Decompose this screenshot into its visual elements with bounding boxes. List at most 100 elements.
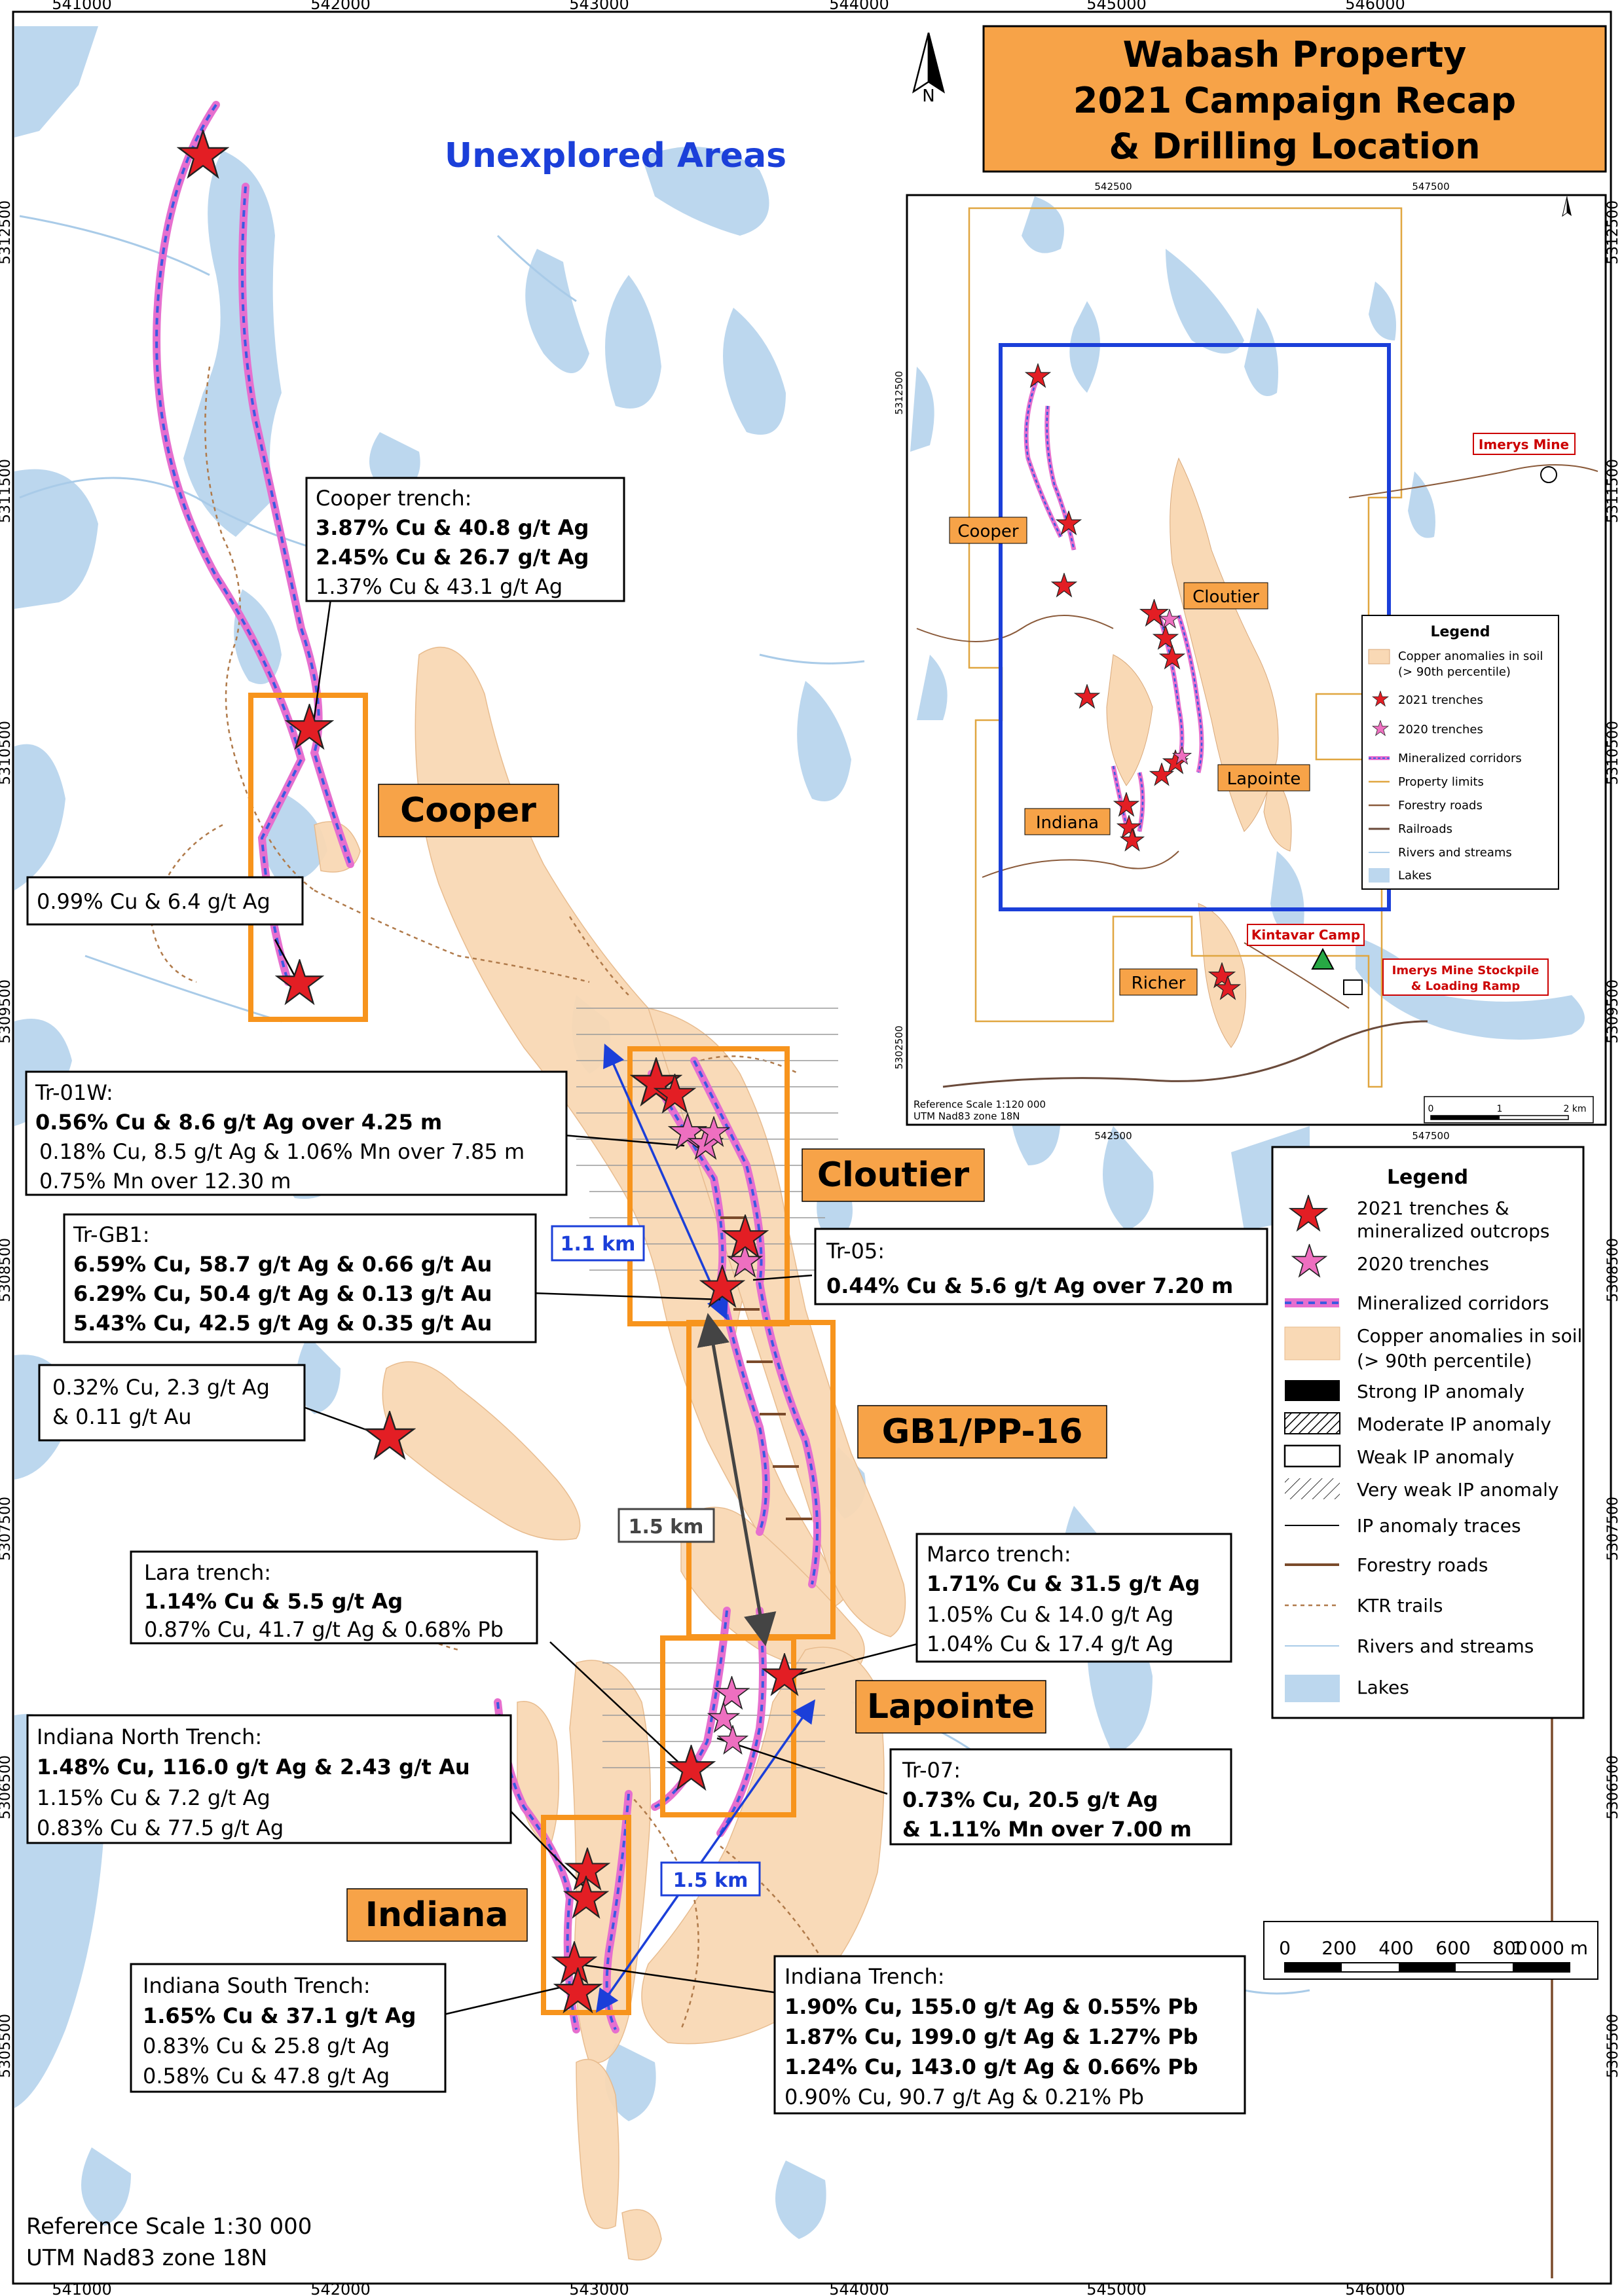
svg-text:0.58% Cu & 47.8 g/t Ag: 0.58% Cu & 47.8 g/t Ag	[143, 2064, 390, 2088]
distance-box-1	[551, 1225, 645, 1262]
title-line-3: & Drilling Location	[1109, 126, 1480, 167]
svg-text:0.90% Cu, 90.7 g/t Ag & 0.21%: 0.90% Cu, 90.7 g/t Ag & 0.21% Pb	[784, 2085, 1144, 2109]
svg-text:0: 0	[1279, 1937, 1291, 1959]
svg-text:1.14% Cu & 5.5 g/t Ag: 1.14% Cu & 5.5 g/t Ag	[144, 1589, 403, 1614]
svg-text:& Loading Ramp: & Loading Ramp	[1411, 979, 1521, 993]
svg-text:Indiana South Trench:: Indiana South Trench:	[143, 1973, 371, 1998]
svg-text:Rivers and streams: Rivers and streams	[1398, 846, 1512, 860]
svg-text:Forestry roads: Forestry roads	[1398, 799, 1483, 812]
callout-tr01w: Tr-01W: 0.56% Cu & 8.6 g/t Ag over 4.25 …	[25, 1070, 568, 1196]
distance-arrows	[595, 1044, 816, 2013]
svg-text:Mineralized corridors: Mineralized corridors	[1398, 752, 1522, 765]
svg-text:543000: 543000	[569, 2280, 629, 2296]
svg-text:5311500: 5311500	[1605, 459, 1621, 523]
svg-text:& 0.11 g/t Au: & 0.11 g/t Au	[52, 1404, 192, 1429]
svg-text:0.44% Cu & 5.6 g/t Ag over 7.2: 0.44% Cu & 5.6 g/t Ag over 7.20 m	[826, 1273, 1233, 1298]
svg-text:(> 90th percentile): (> 90th percentile)	[1398, 665, 1511, 679]
svg-text:5308500: 5308500	[0, 1238, 14, 1302]
svg-text:541000: 541000	[52, 0, 112, 13]
svg-text:Rivers and streams: Rivers and streams	[1357, 1635, 1534, 1657]
svg-text:547500: 547500	[1412, 1130, 1449, 1142]
svg-text:5307500: 5307500	[0, 1497, 14, 1561]
svg-text:1.05% Cu & 14.0 g/t Ag: 1.05% Cu & 14.0 g/t Ag	[927, 1602, 1173, 1627]
svg-text:542000: 542000	[310, 0, 371, 13]
svg-text:Indiana: Indiana	[1036, 813, 1099, 833]
callout-indiana-north: Indiana North Trench: 1.48% Cu, 116.0 g/…	[26, 1714, 512, 1844]
svg-text:Lapointe: Lapointe	[1227, 769, 1301, 789]
svg-text:Railroads: Railroads	[1398, 822, 1452, 836]
svg-text:2021 trenches: 2021 trenches	[1398, 693, 1483, 707]
scale-bar: 0 200 400 600 800 1 000 m	[1263, 1921, 1598, 1980]
svg-text:544000: 544000	[829, 0, 889, 13]
callout-indiana-trench: Indiana Trench: 1.90% Cu, 155.0 g/t Ag &…	[773, 1955, 1246, 2115]
svg-text:5309500: 5309500	[1605, 979, 1621, 1044]
svg-text:& 1.11% Mn over 7.00 m: & 1.11% Mn over 7.00 m	[902, 1817, 1192, 1842]
north-label: N	[922, 86, 934, 106]
svg-text:544000: 544000	[829, 2280, 889, 2296]
svg-text:1.71% Cu & 31.5 g/t Ag: 1.71% Cu & 31.5 g/t Ag	[927, 1571, 1200, 1596]
mine-icon	[1540, 466, 1557, 483]
svg-text:0: 0	[1428, 1104, 1434, 1114]
svg-text:Lakes: Lakes	[1398, 869, 1431, 883]
svg-text:Tr-05:: Tr-05:	[826, 1239, 885, 1264]
svg-text:542500: 542500	[1094, 181, 1132, 192]
svg-text:1.37% Cu & 43.1 g/t Ag: 1.37% Cu & 43.1 g/t Ag	[316, 574, 563, 599]
svg-text:2020 trenches: 2020 trenches	[1357, 1253, 1489, 1275]
svg-text:547500: 547500	[1412, 181, 1449, 192]
unexplored-label: Unexplored Areas	[445, 136, 786, 175]
svg-text:0.87% Cu, 41.7 g/t Ag & 0.68%: 0.87% Cu, 41.7 g/t Ag & 0.68% Pb	[144, 1617, 504, 1642]
svg-text:5312500: 5312500	[0, 200, 14, 264]
svg-text:6.59% Cu, 58.7 g/t Ag & 0.66 g: 6.59% Cu, 58.7 g/t Ag & 0.66 g/t Au	[73, 1252, 492, 1277]
svg-text:1.90% Cu, 155.0 g/t Ag & 0.55%: 1.90% Cu, 155.0 g/t Ag & 0.55% Pb	[784, 1994, 1198, 2019]
inset-map: 542500 547500 542500 547500 5312500 5302…	[893, 181, 1607, 1142]
callout-cooper-trench: Cooper trench: 3.87% Cu & 40.8 g/t Ag 2.…	[305, 477, 625, 602]
svg-text:Imerys Mine Stockpile: Imerys Mine Stockpile	[1392, 964, 1540, 977]
svg-text:0.99% Cu & 6.4 g/t Ag: 0.99% Cu & 6.4 g/t Ag	[37, 889, 270, 914]
svg-text:5305500: 5305500	[1605, 2014, 1621, 2078]
svg-text:1.87% Cu, 199.0 g/t Ag & 1.27%: 1.87% Cu, 199.0 g/t Ag & 1.27% Pb	[784, 2024, 1198, 2049]
title-line-1: Wabash Property	[1123, 34, 1467, 75]
svg-text:Property limits: Property limits	[1398, 775, 1484, 789]
callout-tr07: Tr-07: 0.73% Cu, 20.5 g/t Ag & 1.11% Mn …	[889, 1748, 1232, 1846]
y-axis-ticks: 5312500 5311500 5310500 5309500 5308500 …	[0, 200, 1621, 2078]
svg-text:1.65% Cu & 37.1 g/t Ag: 1.65% Cu & 37.1 g/t Ag	[143, 2003, 416, 2028]
inset-north-icon	[1562, 196, 1572, 217]
svg-text:5306500: 5306500	[1605, 1755, 1621, 1819]
title-block: Wabash Property 2021 Campaign Recap & Dr…	[982, 25, 1607, 173]
reference-scale: Reference Scale 1:30 000	[26, 2214, 312, 2240]
svg-text:5310500: 5310500	[0, 721, 14, 785]
svg-text:1.15% Cu & 7.2 g/t Ag: 1.15% Cu & 7.2 g/t Ag	[37, 1785, 270, 1810]
distance-label-3: 1.5 km	[673, 1869, 748, 1892]
zone-label-gb1: GB1/PP-16	[882, 1412, 1083, 1451]
svg-text:3.87% Cu & 40.8 g/t Ag: 3.87% Cu & 40.8 g/t Ag	[316, 515, 589, 540]
camp-icon	[1311, 947, 1335, 970]
svg-text:5309500: 5309500	[0, 979, 14, 1044]
callout-tr05: Tr-05: 0.44% Cu & 5.6 g/t Ag over 7.20 m	[814, 1228, 1268, 1305]
distance-box-3	[660, 1861, 761, 1897]
zone-label-cooper: Cooper	[400, 791, 536, 830]
svg-text:Marco trench:: Marco trench:	[927, 1542, 1071, 1567]
svg-text:UTM Nad83 zone 18N: UTM Nad83 zone 18N	[913, 1110, 1020, 1122]
svg-text:Indiana Trench:: Indiana Trench:	[784, 1964, 945, 1989]
stockpile-icon	[1343, 979, 1363, 995]
x-axis-ticks: 541000 542000 543000 544000 545000 54600…	[52, 0, 1405, 2296]
svg-text:545000: 545000	[1086, 0, 1147, 13]
svg-text:Tr-01W:: Tr-01W:	[35, 1080, 113, 1105]
svg-text:Weak IP anomaly: Weak IP anomaly	[1357, 1446, 1514, 1468]
svg-text:2021 trenches &: 2021 trenches &	[1357, 1197, 1509, 1219]
svg-text:0.75% Mn over 12.30 m: 0.75% Mn over 12.30 m	[39, 1169, 291, 1194]
svg-text:(> 90th percentile): (> 90th percentile)	[1357, 1350, 1532, 1372]
svg-text:Richer: Richer	[1132, 974, 1186, 993]
svg-text:600: 600	[1435, 1937, 1470, 1959]
svg-text:5302500: 5302500	[893, 1026, 905, 1070]
svg-text:Kintavar Camp: Kintavar Camp	[1251, 927, 1360, 943]
svg-text:Cloutier: Cloutier	[1192, 587, 1259, 607]
svg-text:0.56% Cu & 8.6 g/t Ag over 4.2: 0.56% Cu & 8.6 g/t Ag over 4.25 m	[35, 1110, 442, 1135]
svg-text:1: 1	[1497, 1104, 1503, 1114]
svg-text:2.45% Cu & 26.7 g/t Ag: 2.45% Cu & 26.7 g/t Ag	[316, 545, 589, 570]
distance-label-1: 1.1 km	[561, 1233, 636, 1256]
svg-text:2020 trenches: 2020 trenches	[1398, 723, 1483, 737]
svg-text:Cooper trench:: Cooper trench:	[316, 486, 471, 511]
svg-text:5.43% Cu, 42.5 g/t Ag & 0.35 g: 5.43% Cu, 42.5 g/t Ag & 0.35 g/t Au	[73, 1311, 492, 1336]
svg-text:Legend: Legend	[1430, 624, 1490, 640]
